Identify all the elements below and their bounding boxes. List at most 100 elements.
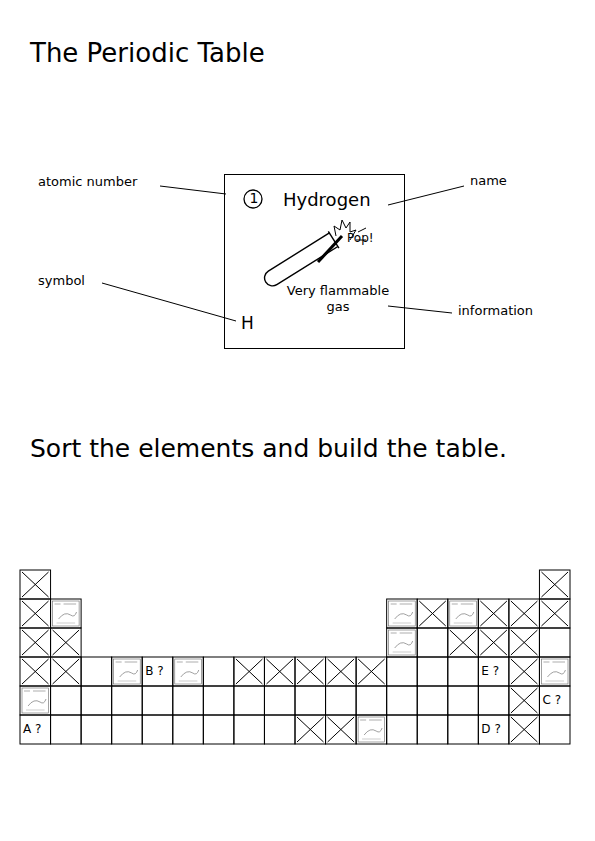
mini-card-text: [461, 604, 474, 605]
grid-cell: [20, 570, 51, 599]
grid-cell: [81, 686, 112, 715]
grid-cell: [448, 686, 479, 715]
grid-cell: [20, 715, 51, 744]
cross-mark: [266, 659, 293, 684]
cell-label: D ?: [481, 722, 500, 736]
number-circle: [244, 190, 262, 208]
part-label: atomic number: [38, 174, 137, 189]
element-info: Very flammable gas: [283, 283, 393, 315]
cross-mark: [511, 630, 538, 655]
cross-mark: [511, 717, 538, 742]
mini-card-sketch: [395, 641, 413, 648]
cell-label: A ?: [23, 722, 41, 736]
grid-cell: [509, 599, 540, 628]
mini-card-text: [26, 710, 45, 711]
grid-cell: [356, 686, 387, 715]
part-label: information: [458, 303, 533, 318]
grid-cell: [417, 628, 448, 657]
cross-mark: [297, 659, 324, 684]
mini-card-text: [400, 604, 413, 605]
grid-cell: [51, 686, 82, 715]
grid-cell: [264, 686, 295, 715]
grid-cell: [356, 715, 387, 744]
mini-card-text: [400, 633, 413, 634]
leader-line: [388, 186, 464, 205]
mini-card-text: [57, 623, 76, 624]
cross-mark: [358, 659, 385, 684]
grid-cell: [417, 599, 448, 628]
grid-cell: [203, 715, 234, 744]
mini-card-text: [545, 681, 564, 682]
cross-mark: [450, 630, 477, 655]
mini-card: [358, 717, 385, 742]
cross-mark: [328, 717, 355, 742]
grid-cell: [112, 657, 143, 686]
grid-cell: [173, 657, 204, 686]
cross-mark: [328, 659, 355, 684]
part-label: symbol: [38, 273, 85, 288]
cross-mark: [22, 659, 49, 684]
mini-card: [450, 601, 477, 626]
grid-cell: [264, 715, 295, 744]
mini-card-text: [391, 604, 397, 605]
mini-card-text: [391, 633, 397, 634]
cross-mark: [22, 659, 49, 684]
mini-card-text: [118, 681, 137, 682]
grid-cell: [387, 628, 418, 657]
cross-mark: [480, 601, 507, 626]
grid-cell: [203, 657, 234, 686]
mini-card: [175, 659, 202, 684]
grid-cell: [295, 715, 326, 744]
cross-mark: [480, 630, 507, 655]
cross-mark: [511, 601, 538, 626]
grid-cell: [417, 715, 448, 744]
cross-mark: [511, 717, 538, 742]
grid-cell: [295, 657, 326, 686]
mini-card: [22, 688, 49, 713]
cross-mark: [541, 601, 568, 626]
grid-cell: [81, 657, 112, 686]
grid-cell: [417, 657, 448, 686]
sound-note: Pop!: [347, 231, 374, 245]
grid-cell: [539, 628, 570, 657]
mini-card-text: [64, 604, 77, 605]
mini-card-text: [55, 604, 61, 605]
grid-cell: [20, 599, 51, 628]
leader-line: [102, 283, 236, 321]
cross-mark: [511, 659, 538, 684]
cross-mark: [328, 717, 355, 742]
cross-mark: [511, 630, 538, 655]
mini-card-sketch: [395, 612, 413, 619]
grid-cell: [356, 657, 387, 686]
cross-mark: [511, 601, 538, 626]
grid-cell: [234, 686, 265, 715]
grid-cell: [112, 715, 143, 744]
mini-card: [53, 601, 80, 626]
grid-cell: [51, 715, 82, 744]
grid-cell: [326, 715, 357, 744]
cell-label: B ?: [145, 664, 163, 678]
cross-mark: [22, 572, 49, 597]
mini-card-text: [552, 662, 565, 663]
mini-card-text: [179, 681, 198, 682]
cross-mark: [266, 659, 293, 684]
grid-cell: [173, 715, 204, 744]
grid-cell: [326, 686, 357, 715]
mini-card-text: [452, 604, 458, 605]
grid-cell: [539, 599, 570, 628]
cross-mark: [22, 630, 49, 655]
cross-mark: [358, 659, 385, 684]
leader-line: [388, 306, 452, 313]
page-title: The Periodic Table: [30, 38, 265, 68]
cross-mark: [511, 688, 538, 713]
mini-card: [389, 601, 416, 626]
grid-cell: [509, 628, 540, 657]
grid-cell: [142, 715, 173, 744]
cross-mark: [236, 659, 263, 684]
cross-mark: [53, 630, 80, 655]
grid-cell: [539, 570, 570, 599]
grid-cell: [20, 657, 51, 686]
mini-card-sketch: [120, 670, 138, 677]
